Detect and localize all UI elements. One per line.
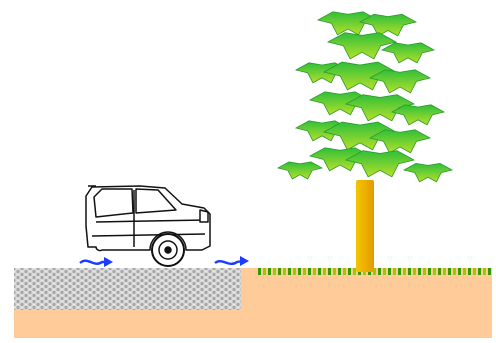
grass-blade — [443, 268, 446, 275]
grass-blade — [433, 268, 436, 275]
grass-blade — [268, 268, 271, 275]
grass-blade — [453, 268, 456, 275]
grass-blade — [338, 268, 341, 275]
leaf-cluster — [370, 130, 430, 153]
grass-blade — [348, 268, 351, 275]
grass-blade — [458, 268, 461, 275]
grass-blade — [418, 268, 421, 275]
leaf-cluster — [346, 151, 414, 177]
grass-blade — [353, 268, 356, 275]
grass-blade — [283, 268, 286, 275]
wavy-arrow-icon — [80, 257, 113, 267]
grass-blade — [333, 268, 336, 275]
grass-blade — [408, 268, 411, 275]
grass-blade — [438, 268, 441, 275]
grass-blade — [343, 268, 346, 275]
tree-icon — [278, 12, 452, 182]
leaf-cluster — [404, 163, 452, 181]
grass-blade — [468, 268, 471, 275]
grass-blade — [328, 268, 331, 275]
grass-blade — [473, 268, 476, 275]
grass-blade — [298, 268, 301, 275]
leaf-cluster — [328, 33, 396, 59]
grass-blade — [398, 268, 401, 275]
grass-blade — [293, 268, 296, 275]
grass-blade — [323, 268, 326, 275]
grass-blade — [388, 268, 391, 275]
leaf-cluster — [392, 105, 444, 125]
grass-blade — [478, 268, 481, 275]
grass-blade — [483, 268, 486, 275]
grass-blade — [383, 268, 386, 275]
leaf-cluster — [360, 14, 416, 36]
grass-blade — [308, 268, 311, 275]
grass-blade — [288, 268, 291, 275]
grass-blade — [263, 268, 266, 275]
grass-blade — [303, 268, 306, 275]
grass-blade — [318, 268, 321, 275]
grass-blade — [258, 268, 261, 275]
grass-blade — [463, 268, 466, 275]
leaf-cluster — [278, 162, 322, 179]
grass-blade — [403, 268, 406, 275]
grass-blade — [313, 268, 316, 275]
leaf-cluster — [370, 70, 430, 93]
grass-blade — [423, 268, 426, 275]
tree-trunk — [356, 180, 374, 272]
car-icon — [86, 186, 210, 266]
grass-blade — [393, 268, 396, 275]
grass-blade — [278, 268, 281, 275]
grass-blade — [428, 268, 431, 275]
grass-blade — [378, 268, 381, 275]
grass-blade — [448, 268, 451, 275]
wavy-arrow-icon — [215, 256, 249, 266]
paved-road — [14, 268, 241, 310]
grass-blade — [488, 268, 491, 275]
leaf-cluster — [382, 43, 434, 63]
grass-blade — [273, 268, 276, 275]
grass-blade — [413, 268, 416, 275]
